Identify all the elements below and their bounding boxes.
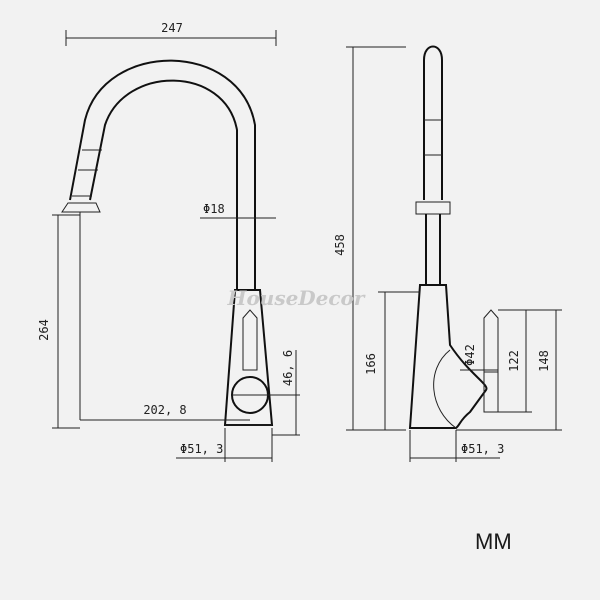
spout-outer-contour xyxy=(69,59,256,290)
side-spray-collar xyxy=(415,201,451,215)
front-view: 247 Φ18 264 202, 8 46, 6 Φ51, 3 xyxy=(37,21,300,462)
side-handle-lever xyxy=(483,309,499,373)
spray-head xyxy=(61,202,101,213)
side-view: 458 166 Φ42 122 148 Φ51, 3 xyxy=(333,45,562,462)
side-spout xyxy=(423,45,443,200)
dim-label-42: Φ42 xyxy=(463,344,477,366)
dim-label-148: 148 xyxy=(537,350,551,372)
unit-label: MM xyxy=(475,529,512,554)
handle-lever xyxy=(242,309,258,371)
dim-label-264: 264 xyxy=(37,319,51,341)
dim-label-base-side: Φ51, 3 xyxy=(461,442,504,456)
dim-label-202: 202, 8 xyxy=(143,403,186,417)
watermark-text: HouseDecor xyxy=(227,286,366,310)
dim-label-247: 247 xyxy=(161,21,183,35)
side-handle-cylinder xyxy=(483,371,499,413)
dim-label-46: 46, 6 xyxy=(281,350,295,386)
side-body xyxy=(408,284,488,429)
dim-label-166: 166 xyxy=(364,353,378,375)
dim-label-base-front: Φ51, 3 xyxy=(180,442,223,456)
dim-label-458: 458 xyxy=(333,234,347,256)
dim-label-122: 122 xyxy=(507,350,521,372)
dim-label-pipe: Φ18 xyxy=(203,202,225,216)
spout-inner-contour xyxy=(89,79,238,290)
